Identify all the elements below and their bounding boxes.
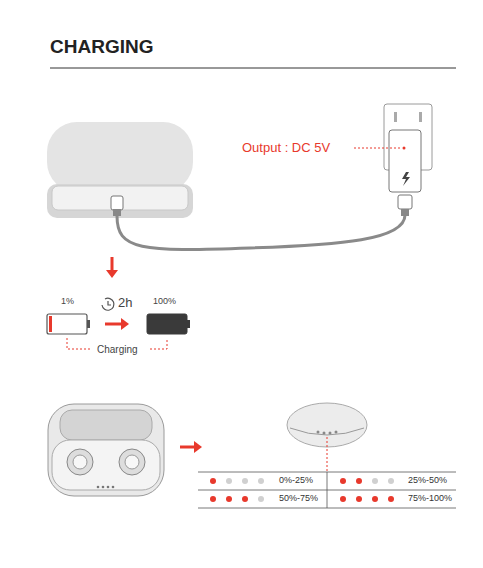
right-arrow xyxy=(180,441,202,453)
led-dot xyxy=(388,496,394,502)
table-cell: 25%-50% xyxy=(408,476,447,486)
led-dot xyxy=(356,496,362,502)
output-label: Output : DC 5V xyxy=(242,141,330,155)
led-dot xyxy=(388,478,394,484)
percent-label: 1% xyxy=(61,297,74,307)
title-rule xyxy=(50,68,456,69)
battery-empty xyxy=(47,314,90,334)
clock-icon xyxy=(102,298,114,310)
time-label: 2h xyxy=(118,296,132,310)
usb-cable xyxy=(117,215,405,249)
wall-adapter xyxy=(384,104,432,216)
table-cell: 50%-75% xyxy=(279,494,318,504)
led-dot xyxy=(372,496,378,502)
percent-label: 100% xyxy=(153,297,176,307)
led-dot xyxy=(258,478,264,484)
table-cell: 75%-100% xyxy=(408,494,452,504)
led-dot xyxy=(210,478,216,484)
right-arrow xyxy=(105,318,129,330)
open-case xyxy=(48,404,164,496)
charging-case xyxy=(47,122,193,218)
led-dot xyxy=(226,496,232,502)
table-cell: 0%-25% xyxy=(279,476,313,486)
leader-line xyxy=(354,148,402,149)
led-dot xyxy=(258,496,264,502)
led-dot xyxy=(242,496,248,502)
led-dot xyxy=(372,478,378,484)
led-dot xyxy=(210,496,216,502)
led-dot xyxy=(356,478,362,484)
charging-label: Charging xyxy=(95,344,140,355)
leader-line xyxy=(327,437,328,471)
down-arrow xyxy=(106,257,118,278)
battery-full xyxy=(147,314,190,334)
led-dot xyxy=(340,496,346,502)
indicator-table xyxy=(198,472,456,508)
case-front-closeup xyxy=(287,403,367,447)
led-dot xyxy=(242,478,248,484)
led-dot xyxy=(340,478,346,484)
led-dot xyxy=(226,478,232,484)
page-title: CHARGING xyxy=(50,37,153,58)
